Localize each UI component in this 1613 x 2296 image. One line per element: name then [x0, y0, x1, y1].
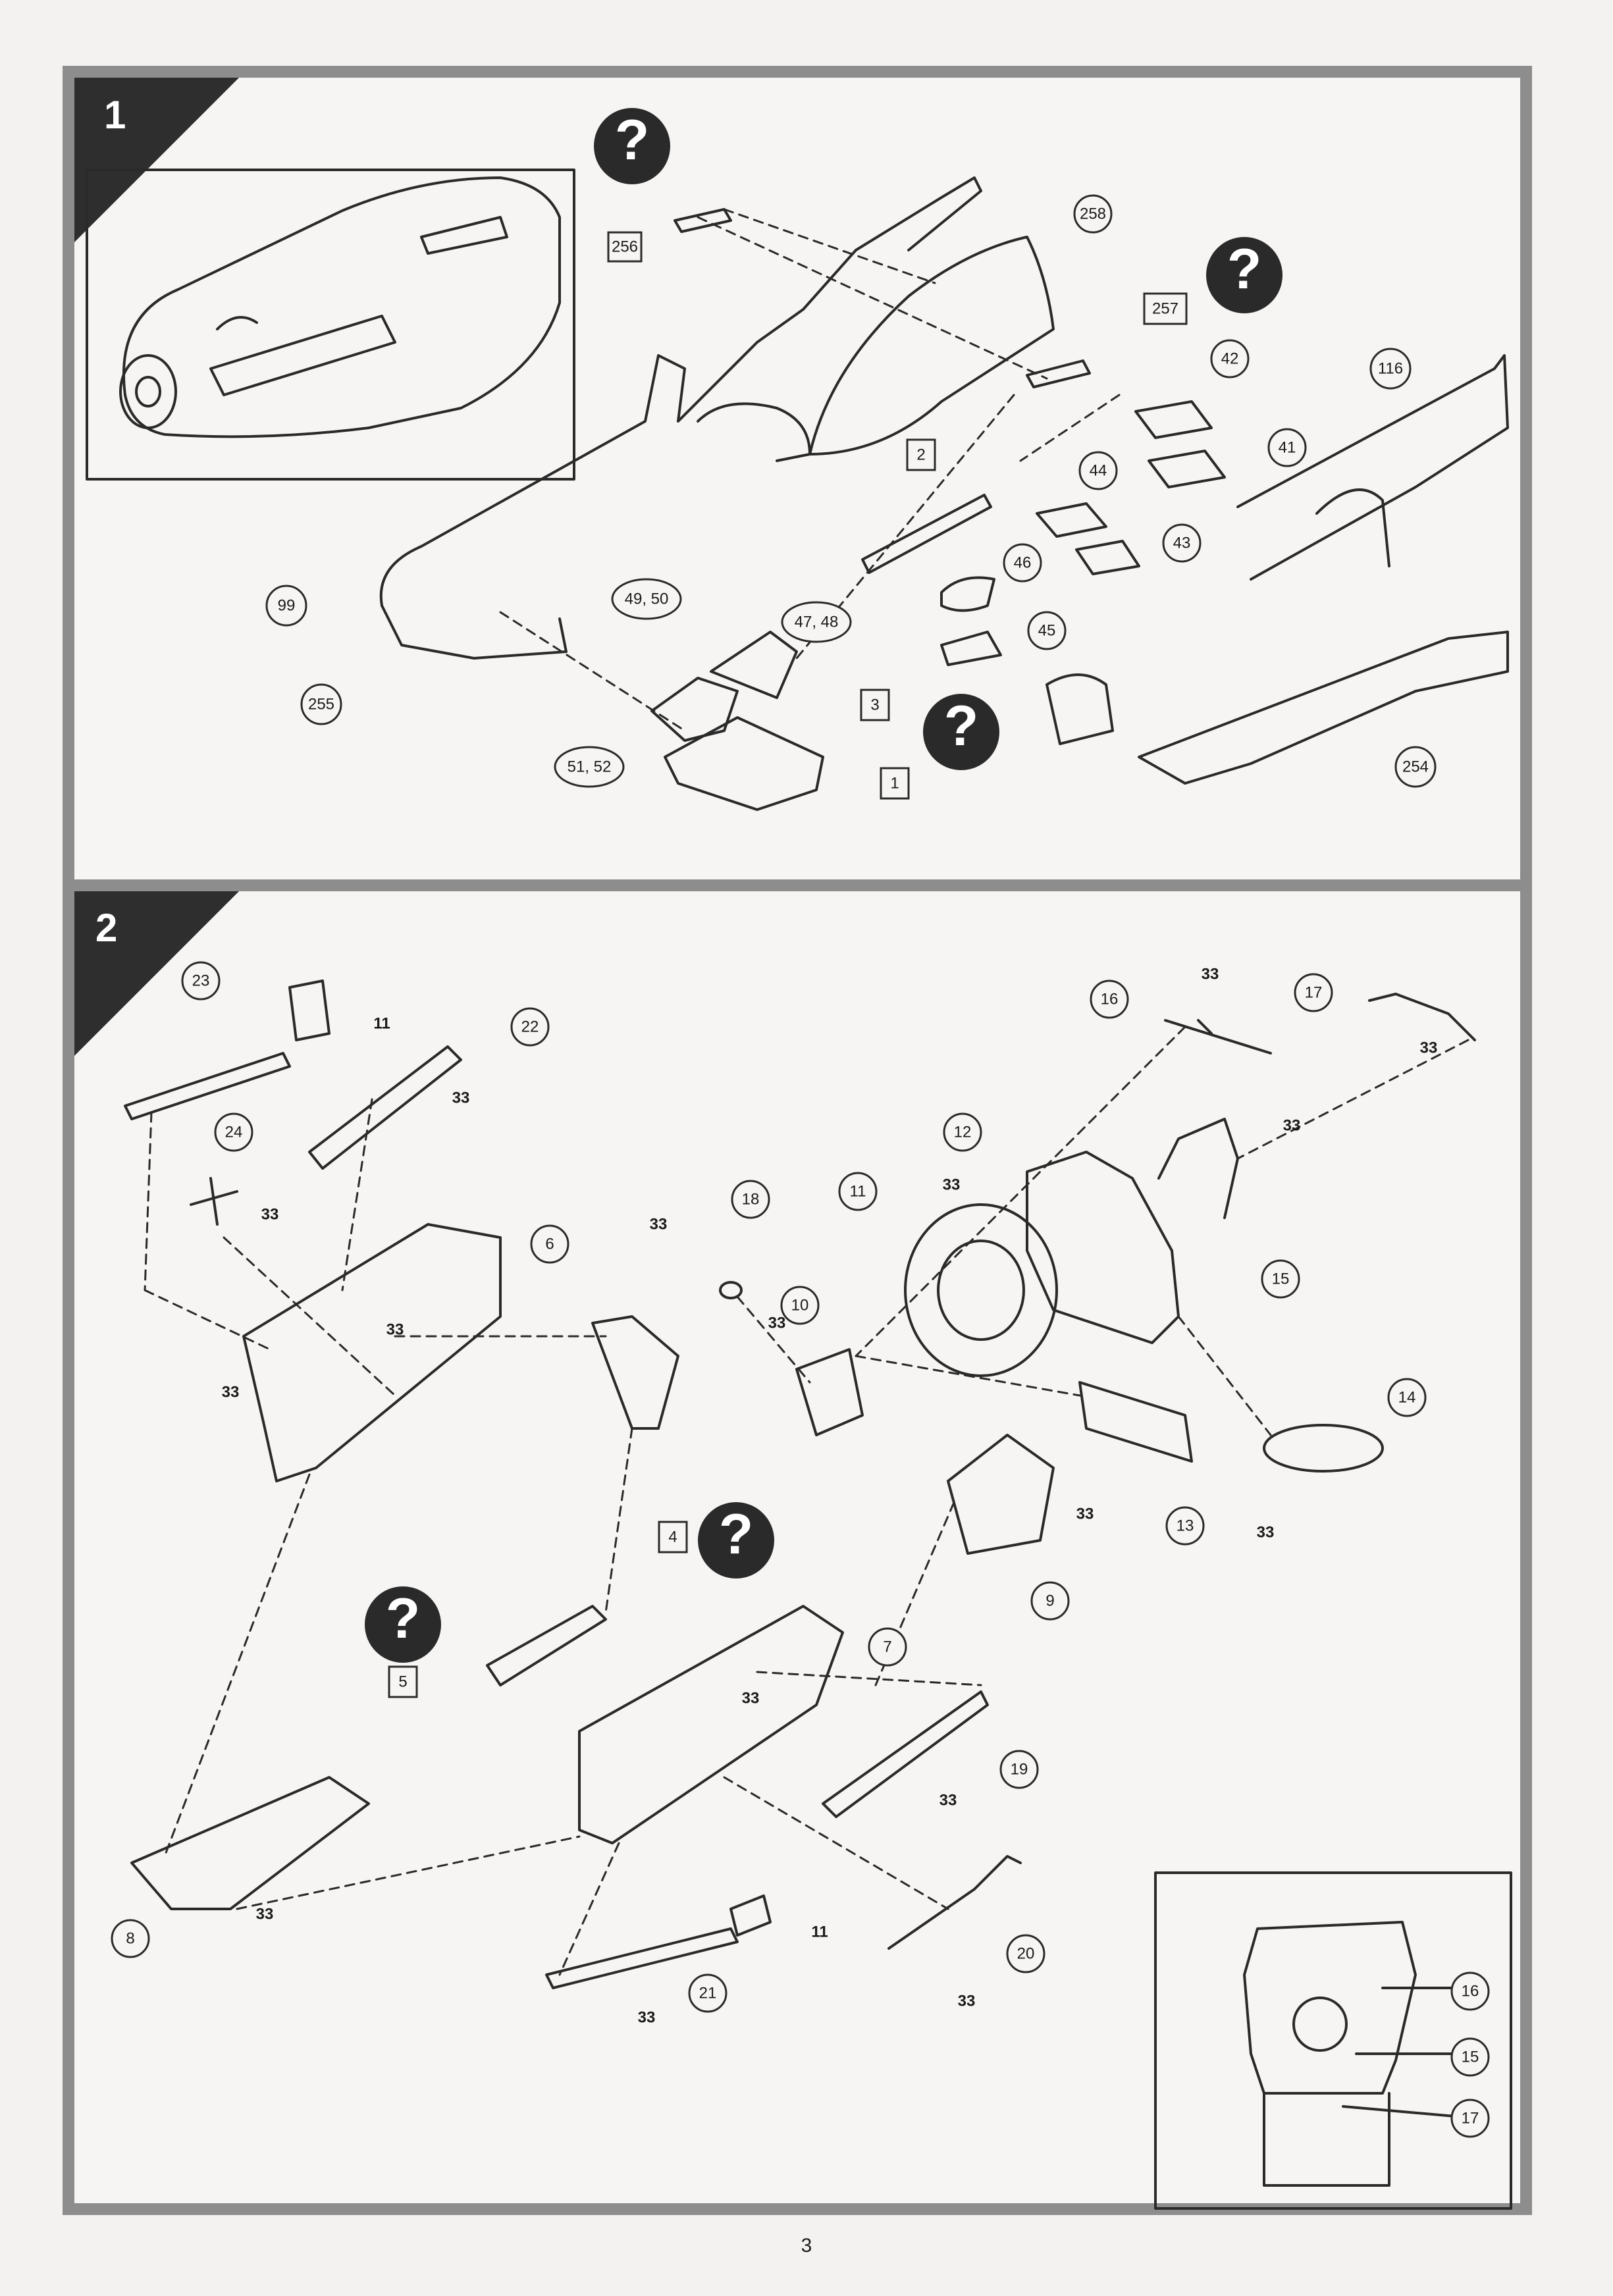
callout-label: 12 — [954, 1124, 972, 1141]
callout-label: 16 — [1101, 991, 1119, 1008]
step-divider — [63, 879, 1532, 891]
part-label: 33 — [939, 1792, 957, 1810]
part-label: 33 — [1283, 1117, 1301, 1135]
part-label: 33 — [650, 1216, 668, 1234]
step-2-drawing — [124, 979, 1512, 2210]
step-1-drawing — [86, 169, 1509, 811]
callout-label: 19 — [1011, 1761, 1028, 1779]
step-2-boxes — [388, 1521, 688, 1698]
part-label: 33 — [1420, 1039, 1438, 1057]
callout-label: 49, 50 — [625, 590, 669, 608]
box-label: 5 — [398, 1673, 407, 1691]
callout-label: 20 — [1017, 1945, 1035, 1963]
callout-label: 42 — [1221, 350, 1239, 368]
callout-label: 23 — [192, 972, 210, 990]
step-1-inset — [86, 169, 575, 481]
part-label: 33 — [638, 2009, 656, 2027]
callout-label: 116 — [1378, 360, 1403, 378]
callout-label: 17 — [1462, 2110, 1479, 2127]
box-label: 2 — [916, 446, 925, 464]
part-label: 33 — [742, 1690, 760, 1708]
part-label: 33 — [943, 1176, 961, 1194]
callout-label: 22 — [521, 1018, 539, 1036]
part-label: 33 — [958, 1993, 976, 2010]
page-number: 3 — [801, 2235, 812, 2257]
callout-label: 45 — [1038, 622, 1056, 640]
callout-label: 258 — [1080, 205, 1106, 223]
callout-label: 11 — [850, 1183, 866, 1201]
part-label: 33 — [256, 1906, 274, 1923]
part-label: 33 — [768, 1315, 786, 1332]
step-2-callouts — [111, 961, 1490, 2138]
box-label: 257 — [1152, 300, 1178, 318]
callout-label: 47, 48 — [795, 613, 839, 631]
box-label: 3 — [870, 696, 879, 714]
callout-label: 15 — [1272, 1270, 1290, 1288]
callout-label: 15 — [1462, 2048, 1479, 2066]
box-label: 4 — [668, 1528, 677, 1546]
callout-label: 44 — [1090, 462, 1107, 480]
box-label: 1 — [890, 775, 899, 793]
step-1-boxes — [607, 231, 1188, 800]
callout-label: 18 — [742, 1191, 760, 1209]
callout-label: 6 — [545, 1236, 554, 1253]
callout-label: 43 — [1173, 535, 1191, 552]
step-1-badge — [74, 78, 239, 242]
callout-label: 24 — [225, 1124, 243, 1141]
callout-label: 254 — [1402, 758, 1429, 776]
callout-label: 10 — [791, 1297, 809, 1315]
part-label: 33 — [222, 1384, 240, 1401]
callout-label: 41 — [1279, 439, 1296, 457]
callout-label: 51, 52 — [568, 758, 612, 776]
page-frame — [63, 66, 1532, 2215]
part-label: 33 — [261, 1206, 279, 1224]
part-label: 33 — [386, 1321, 404, 1339]
callout-label: 13 — [1177, 1517, 1194, 1535]
step-2-inset — [1154, 1871, 1512, 2210]
step-2-number: 2 — [95, 906, 118, 950]
callout-label: 16 — [1462, 1983, 1479, 2000]
step-1-number: 1 — [104, 93, 126, 137]
callout-label: 255 — [308, 696, 334, 714]
callout-label: 21 — [699, 1985, 717, 2002]
step-1-callouts — [265, 194, 1437, 788]
part-label: 11 — [811, 1923, 828, 1941]
part-label: 33 — [452, 1089, 470, 1107]
callout-label: 14 — [1398, 1389, 1416, 1407]
callout-label: 46 — [1014, 554, 1032, 572]
callout-label: 8 — [126, 1930, 134, 1948]
part-label: 33 — [1202, 966, 1219, 983]
part-label: 33 — [1076, 1505, 1094, 1523]
callout-label: 17 — [1305, 984, 1323, 1002]
callout-label: 9 — [1045, 1592, 1054, 1610]
callout-label: 99 — [278, 597, 296, 615]
callout-label: 7 — [883, 1638, 891, 1656]
box-label: 256 — [612, 238, 638, 256]
part-label: 33 — [1257, 1524, 1275, 1542]
part-label: 11 — [373, 1015, 390, 1033]
